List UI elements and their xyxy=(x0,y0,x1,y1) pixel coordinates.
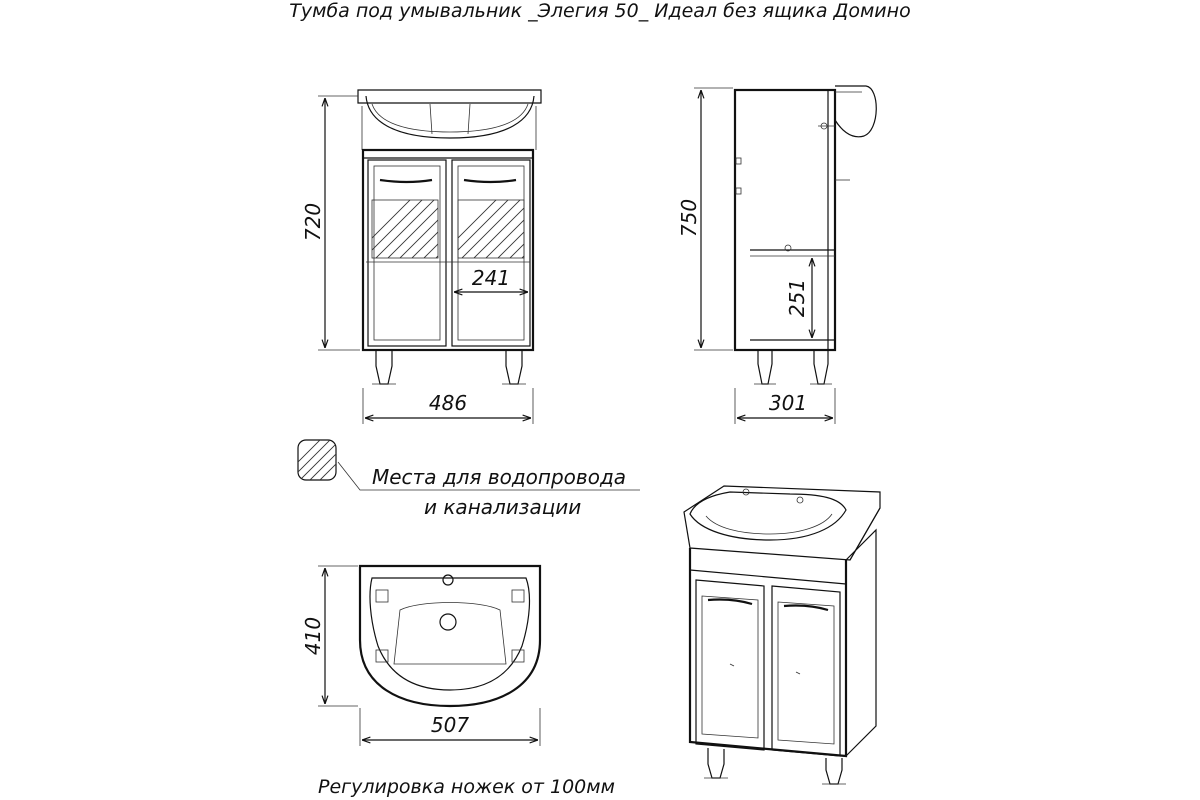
legend-line-1: Места для водопровода xyxy=(372,465,626,489)
dim-side-height: 750 xyxy=(677,199,701,237)
dim-shelf-height: 251 xyxy=(785,279,809,317)
isometric-view xyxy=(683,485,881,785)
plumbing-legend: Места для водопровода и канализации xyxy=(297,439,640,519)
legs-adjustment-note: Регулировка ножек от 100мм xyxy=(318,776,615,798)
legend-line-2: и канализации xyxy=(424,495,581,519)
plumbing-zone-hatch-right xyxy=(458,200,524,258)
dim-top-width: 507 xyxy=(431,713,469,737)
plumbing-zone-hatch-left xyxy=(372,200,438,258)
front-view: 720 241 486 xyxy=(301,89,542,424)
dim-front-height: 720 xyxy=(301,203,325,241)
dim-front-width: 486 xyxy=(429,391,467,415)
dim-side-depth: 301 xyxy=(769,391,807,415)
drawing-title: Тумба под умывальник _Элегия 50_ Идеал б… xyxy=(289,0,910,22)
side-view: 750 251 301 xyxy=(677,85,877,424)
top-view: 410 507 xyxy=(301,564,542,746)
dim-top-depth: 410 xyxy=(301,617,325,655)
dim-door-width: 241 xyxy=(472,266,510,290)
